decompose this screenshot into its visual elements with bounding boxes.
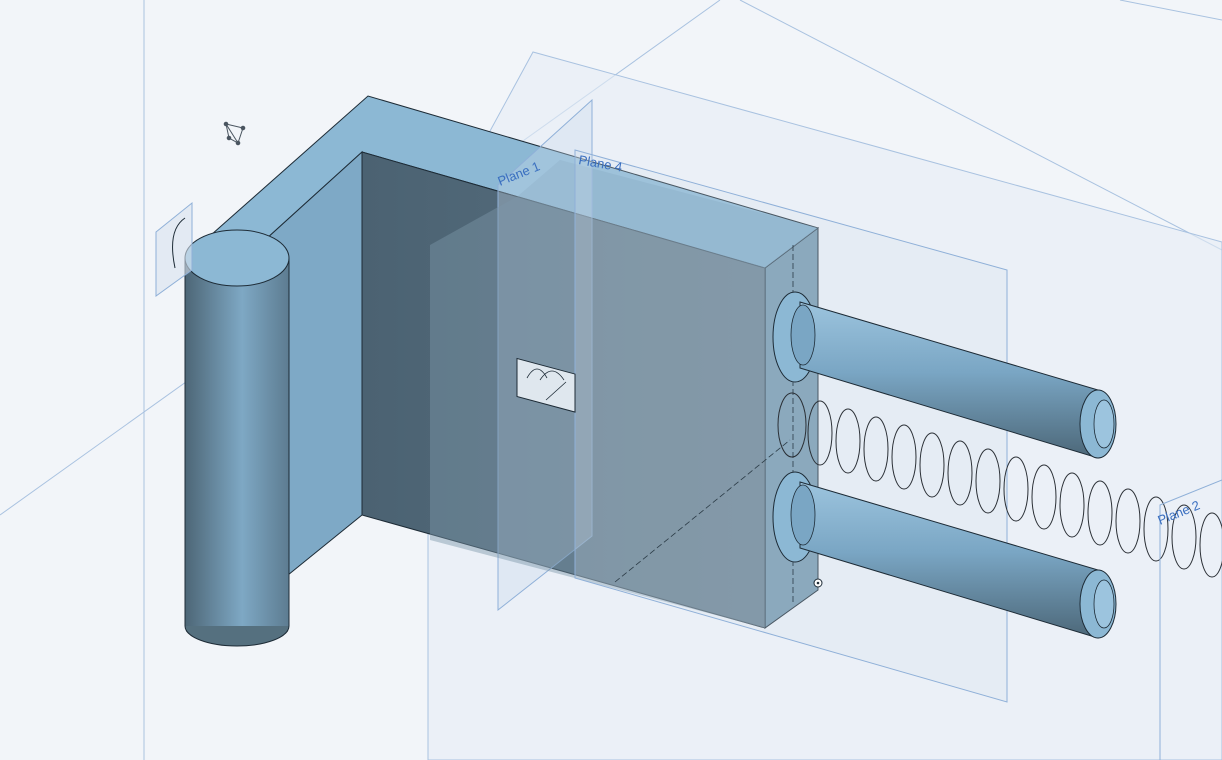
hinge-cylinder[interactable] [184,229,290,647]
rod-upper[interactable] [772,291,1117,459]
axis-line [614,439,791,583]
spring[interactable] [777,392,1222,578]
sketch-icon[interactable] [223,121,246,146]
origin-point-icon[interactable] [813,578,823,588]
sketch-plane-small[interactable] [155,201,193,297]
slot-cutout[interactable] [516,357,576,413]
rod-lower[interactable] [772,471,1117,639]
block-front-face[interactable] [430,196,765,628]
